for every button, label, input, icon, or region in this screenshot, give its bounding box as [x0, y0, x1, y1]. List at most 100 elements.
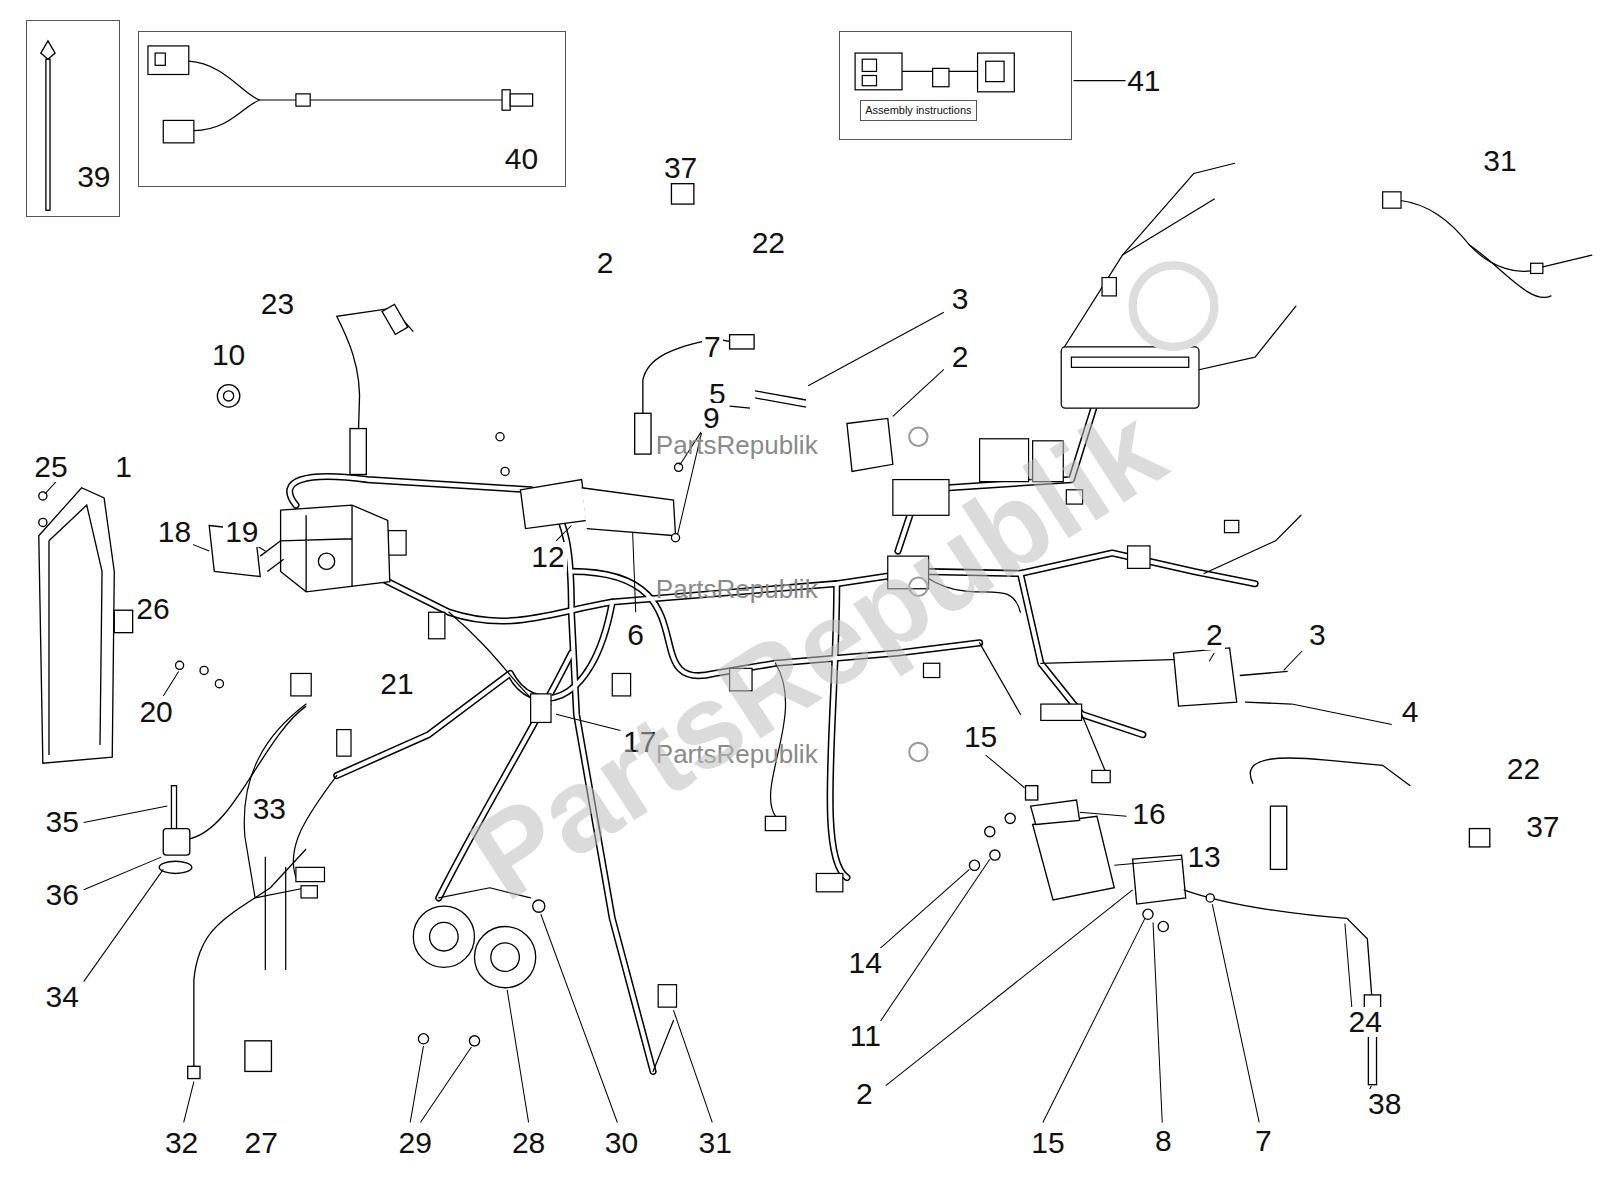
drawing-part [217, 385, 239, 407]
drawing-part [296, 94, 310, 106]
drawing-part [281, 505, 352, 592]
drawing-part [1345, 923, 1352, 1010]
inset-box: 41Assembly instructions [839, 31, 1073, 140]
drawing-part [1061, 347, 1199, 408]
drawing-part [1041, 704, 1082, 720]
drawing-part [886, 890, 1133, 1086]
drawing-part [200, 666, 208, 674]
drawing-part [1143, 909, 1153, 919]
drawing-part [1206, 894, 1214, 902]
callout-number: 2 [595, 248, 616, 278]
drawing-part [49, 505, 102, 755]
drawing-part [293, 776, 336, 878]
drawing-part [502, 90, 510, 110]
drawing-part [491, 943, 520, 972]
drawing-part [633, 533, 636, 613]
callout-number: 6 [625, 620, 646, 650]
callout-number: 16 [1130, 799, 1167, 829]
drawing-part [520, 480, 586, 529]
leader-lines [45, 312, 1392, 1122]
callout-number: 24 [1347, 1007, 1384, 1037]
callout-number: 14 [847, 948, 884, 978]
main-harness [244, 163, 1592, 1071]
drawing-part [163, 120, 194, 142]
drawing-part [84, 806, 168, 822]
drawing-part [1114, 859, 1181, 865]
drawing-part [159, 861, 192, 873]
drawing-part [671, 184, 693, 204]
drawing-part [1020, 573, 1142, 734]
callout-number: 1 [113, 452, 134, 482]
callout-number: 11 [848, 1021, 883, 1051]
callout-number: 39 [77, 162, 110, 192]
drawing-part [84, 857, 162, 890]
drawing-part [245, 1041, 272, 1072]
callout-number: 33 [251, 794, 288, 824]
drawing-part [1153, 922, 1162, 1122]
drawing-part [449, 612, 551, 705]
drawing-part [474, 927, 535, 988]
callout-number: 38 [1366, 1089, 1403, 1119]
callout-number: 3 [950, 284, 971, 314]
drawing-part [1128, 546, 1150, 568]
drawing-part [531, 694, 551, 723]
callout-number: 18 [156, 517, 193, 547]
drawing-part [1080, 812, 1127, 816]
note-text: Assembly instructions [865, 105, 971, 116]
drawing-part [847, 418, 893, 471]
callout-number: 31 [697, 1128, 734, 1158]
callout-number: 19 [223, 517, 260, 547]
callout-number: 37 [1524, 812, 1561, 842]
drawing-part [388, 531, 406, 555]
battery-cover [39, 488, 133, 764]
drawing-part [223, 391, 233, 401]
drawing-part [1043, 918, 1145, 1122]
drawing-part [1224, 520, 1238, 532]
drawing-part [1240, 671, 1292, 704]
leader-line [1073, 80, 1125, 81]
connectors [291, 192, 1543, 1007]
drawing-part [350, 429, 366, 475]
abs-unit [176, 385, 390, 688]
drawing-part [1531, 263, 1543, 273]
callout-number: 41 [1127, 66, 1160, 96]
drawing-part [980, 643, 1021, 714]
drawing-part [1092, 770, 1110, 782]
callout-number: 36 [44, 880, 81, 910]
callout-number: 20 [137, 697, 174, 727]
adapter-harness [148, 46, 533, 143]
drawing-part [1184, 890, 1373, 1005]
drawing-part [155, 53, 165, 65]
drawing-part [429, 612, 445, 639]
drawing-part [1102, 278, 1116, 296]
drawing-part [1061, 163, 1234, 352]
callout-number: 29 [397, 1128, 434, 1158]
drawing-part [893, 369, 944, 416]
inset-box: 39 [26, 20, 121, 217]
drawing-part [190, 706, 306, 839]
callout-number: 23 [259, 289, 296, 319]
drawing-part [84, 869, 164, 981]
horns-sensors [159, 706, 545, 1078]
drawing-part [933, 68, 949, 86]
drawing-part [171, 786, 176, 829]
drawing-part [413, 906, 474, 967]
drawing-part [1204, 515, 1301, 573]
callout-number: 35 [44, 807, 81, 837]
callout-number: 21 [378, 669, 415, 699]
drawing-part [985, 827, 995, 837]
drawing-part [281, 505, 390, 592]
drawing-part [862, 59, 876, 71]
drawing-part [318, 553, 334, 569]
drawing-part [1033, 816, 1115, 900]
drawing-part [1082, 714, 1108, 775]
drawing-part [1158, 921, 1168, 931]
drawing-part [862, 76, 876, 86]
drawing-part [880, 859, 990, 1022]
drawing-part [1209, 653, 1214, 661]
drawing-part [430, 922, 459, 951]
drawing-part [260, 541, 283, 572]
callout-number: 22 [1505, 754, 1542, 784]
callout-number: 7 [1253, 1126, 1274, 1156]
